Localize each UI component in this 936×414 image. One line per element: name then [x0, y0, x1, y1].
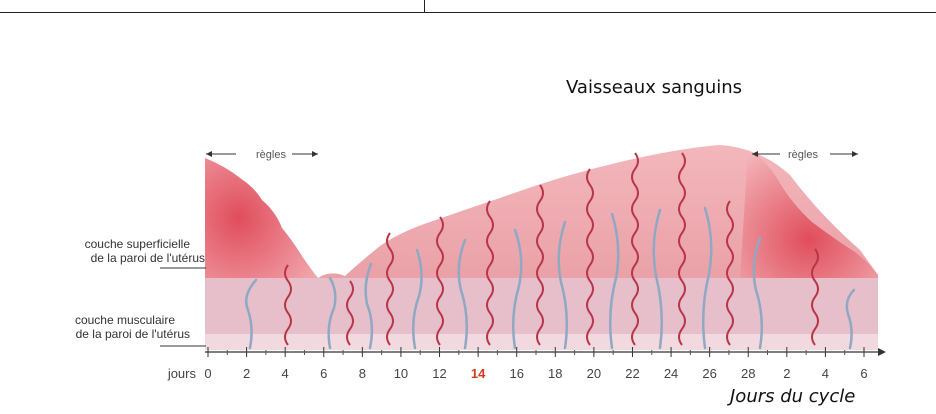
top-border-line	[0, 12, 936, 13]
top-border-divider	[424, 0, 425, 12]
veins	[245, 206, 856, 350]
cycle-days-caption: Jours du cycle	[730, 386, 856, 407]
vein	[845, 288, 856, 350]
vein	[557, 220, 569, 350]
vein	[245, 278, 258, 350]
vein	[511, 228, 523, 350]
day-tick-label: 8	[359, 366, 366, 381]
vein	[457, 238, 469, 350]
spiral-artery	[486, 200, 494, 346]
superficial-layer-label-line2: de la paroi de l'utérus	[91, 251, 205, 265]
menses-left-marker: règles	[206, 149, 318, 161]
spiral-artery	[386, 232, 394, 346]
day-tick-label: 6	[320, 366, 327, 381]
muscular-layer-label-line2: de la paroi de l'utérus	[76, 327, 190, 341]
day-tick-label: 4	[822, 366, 829, 381]
vein	[327, 276, 337, 350]
vein	[411, 248, 423, 350]
day-tick-label: 28	[741, 366, 755, 381]
spiral-arteries	[284, 152, 819, 346]
day-tick-label: 24	[664, 366, 678, 381]
spiral-artery	[678, 152, 686, 346]
menses-right-marker: règles	[752, 149, 858, 161]
day-tick-label: 0	[204, 366, 211, 381]
menses-left-label: règles	[256, 149, 286, 161]
superficial-layer-label-line1: couche superficielle	[85, 237, 191, 251]
days-axis-prefix: jours	[167, 366, 197, 381]
spiral-artery	[631, 152, 639, 346]
day-tick-label: 2	[243, 366, 250, 381]
spiral-artery	[586, 168, 594, 346]
day-tick-label: 16	[509, 366, 523, 381]
day-tick-label: 22	[625, 366, 639, 381]
day-tick-label: 2	[783, 366, 790, 381]
blood-vessels-label: Vaisseaux sanguins	[566, 77, 743, 98]
spiral-artery	[811, 248, 819, 346]
spiral-artery	[436, 216, 444, 346]
day-tick-label: 26	[702, 366, 716, 381]
superficial-layer	[205, 145, 878, 278]
vein	[608, 212, 620, 350]
vein	[364, 262, 374, 350]
muscular-layer-base	[205, 334, 878, 350]
days-axis-arrow	[878, 348, 886, 356]
spiral-artery	[726, 200, 734, 346]
day-tick-label: 12	[432, 366, 446, 381]
day-tick-label: 10	[394, 366, 408, 381]
day-tick-label: 18	[548, 366, 562, 381]
spiral-artery	[536, 184, 544, 346]
menstrual-shedding-right	[740, 150, 878, 278]
menstrual-shedding-left	[205, 158, 318, 278]
menses-right-label: règles	[788, 149, 818, 161]
spiral-artery	[284, 264, 292, 346]
day-tick-label: 14	[471, 366, 486, 381]
day-tick-label: 6	[860, 366, 867, 381]
vein	[752, 236, 764, 350]
vein	[652, 208, 664, 350]
muscular-layer-label-line1: couche musculaire	[75, 313, 175, 327]
vein	[701, 206, 713, 350]
day-tick-label: 4	[282, 366, 289, 381]
day-tick-label: 20	[587, 366, 601, 381]
spiral-artery	[346, 280, 354, 346]
